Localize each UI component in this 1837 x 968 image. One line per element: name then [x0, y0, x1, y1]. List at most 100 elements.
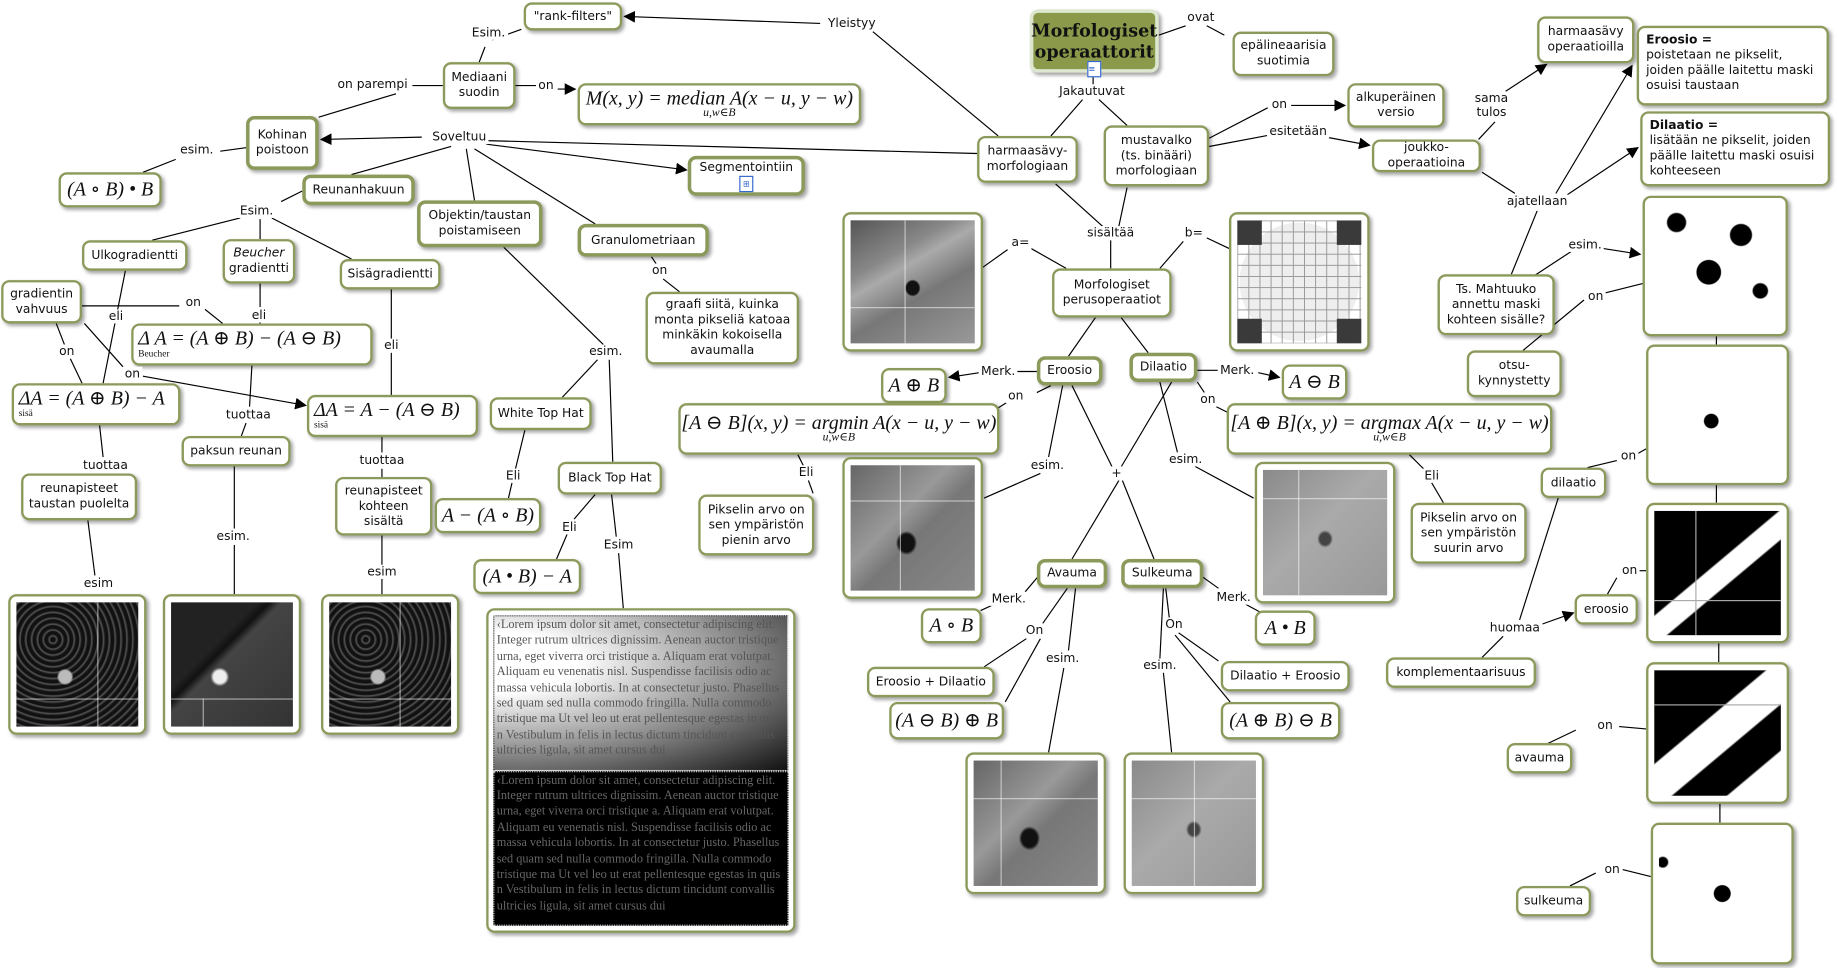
node-dilaatio-plus-eroosio[interactable]: Dilaatio + Eroosio [1220, 660, 1350, 692]
node-alkuperainen-versio[interactable]: alkuperäinen versio [1347, 83, 1445, 128]
connector-line [1622, 868, 1651, 878]
node-closing-opening-formula[interactable]: (A ∘ B) • B [58, 172, 162, 208]
node-eroosio-plus-dilaatio[interactable]: Eroosio + Dilaatio [866, 666, 995, 698]
image-otsu-binary[interactable] [1642, 195, 1788, 337]
connector-line [220, 147, 247, 152]
node-dilaatio-definition[interactable]: Dilaatio =lisätään ne pikselit, joiden p… [1640, 111, 1831, 187]
connector-line [1637, 448, 1647, 455]
image-ulkogradientti-example[interactable] [8, 594, 147, 735]
edge-label: on [1602, 862, 1623, 877]
connector-line [87, 520, 96, 576]
node-graafi[interactable]: graafi siitä, kuinka monta pikseliä kato… [645, 291, 800, 365]
connector-line [69, 358, 83, 384]
node-joukko-operaatioina[interactable]: joukko-operaatioina [1371, 139, 1481, 173]
connector-line [1119, 381, 1173, 470]
submap-icon[interactable]: ⊞ [739, 175, 754, 192]
node-mahtuuko[interactable]: Ts. Mahtuuko annettu maski kohteen sisäl… [1437, 274, 1555, 336]
node-sulkeuma-formula[interactable]: (A ⊕ B) ⊖ B [1220, 701, 1341, 740]
node-dilaatio[interactable]: Dilaatio [1129, 352, 1198, 383]
node-segmentointiin[interactable]: Segmentointiin⊞ [687, 155, 805, 196]
node-sulkeuma-notation[interactable]: A • B [1254, 610, 1316, 646]
node-reunanhakuun[interactable]: Reunanhakuun [302, 174, 415, 206]
node-gradientin-vahvuus[interactable]: gradientin vahvuus [1, 280, 83, 324]
connector-line [474, 148, 596, 225]
image-b-structuring-element[interactable] [1229, 212, 1370, 352]
edge-label: on [56, 344, 77, 359]
definition-title: Eroosio = [1646, 32, 1713, 47]
node-avauma[interactable]: Avauma [1036, 558, 1108, 589]
node-reunapisteet-kohteen[interactable]: reunapisteet kohteen sisältä [335, 476, 433, 536]
node-white-top-hat[interactable]: White Top Hat [489, 397, 592, 431]
node-white-top-hat-formula[interactable]: A − (A ∘ B) [434, 498, 542, 534]
image-closing-example[interactable] [1123, 752, 1265, 895]
edge-label: eli [106, 309, 126, 324]
node-black-top-hat-formula[interactable]: (A • B) − A [473, 558, 582, 595]
node-avauma-binary[interactable]: avauma [1506, 742, 1573, 774]
image-sisagradientti-example[interactable] [321, 594, 460, 735]
node-suurin-arvo[interactable]: Pikselin arvo on sen ympäristön suurin a… [1410, 502, 1527, 564]
node-pienin-arvo[interactable]: Pikselin arvo on sen ympäristön pienin a… [698, 494, 815, 556]
edge-label: Merk. [1214, 590, 1254, 605]
node-sulkeuma-binary[interactable]: sulkeuma [1516, 885, 1592, 917]
node-sisagradientti[interactable]: Sisägradientti [339, 258, 441, 290]
edge-label: tuottaa [80, 458, 131, 473]
node-median-formula[interactable]: M(x, y) = median A(x − u, y − w)u,w∈B [577, 83, 862, 126]
node-eroosio-binary[interactable]: eroosio [1574, 594, 1638, 625]
document-icon[interactable]: ≡ [1087, 60, 1102, 78]
node-ulkogradientti[interactable]: Ulkogradientti [82, 240, 188, 271]
node-reunapisteet-taustan[interactable]: reunapisteet taustan puolelta [21, 473, 138, 521]
image-dilation-example[interactable] [1254, 461, 1396, 604]
image-avauma-binary[interactable] [1646, 662, 1790, 804]
structuring-element-grid [1237, 220, 1362, 344]
node-granulometriaan[interactable]: Granulometriaan [577, 223, 709, 257]
node-objektin-taustan[interactable]: Objektin/taustan poistamiseen [417, 200, 543, 248]
node-perusoperaatiot[interactable]: Morfologiset perusoperaatiot [1052, 268, 1172, 318]
connector-line [1159, 241, 1184, 269]
node-harmaasavy-morfologiaan[interactable]: harmaasävy- morfologiaan [977, 135, 1078, 183]
node-mustavalko[interactable]: mustavalko (ts. binääri) morfologiaan [1103, 125, 1210, 187]
connector-arrow [1540, 610, 1575, 626]
image-sulkeuma-binary[interactable] [1650, 822, 1794, 965]
image-dilaatio-binary[interactable] [1646, 344, 1790, 486]
node-argmax-formula[interactable]: [A ⊕ B](x, y) = argmax A(x − u, y − w)u,… [1226, 403, 1553, 455]
node-komplementaarisuus[interactable]: komplementaarisuus [1386, 657, 1536, 688]
node-beucher-formula[interactable]: Δ A = (A ⊕ B) − (A ⊖ B)Beucher [131, 323, 373, 366]
node-mediaani-suodin[interactable]: Mediaani suodin [442, 62, 516, 109]
node-sulkeuma[interactable]: Sulkeuma [1121, 558, 1204, 589]
node-epalineaarisia[interactable]: epälineaarisia suotimia [1232, 31, 1335, 77]
image-opening-example[interactable] [965, 752, 1106, 895]
connector-line [1071, 385, 1114, 470]
grayscale-image [1262, 469, 1388, 596]
connector-line [1067, 588, 1077, 651]
node-avauma-notation[interactable]: A ∘ B [920, 608, 982, 644]
edge-label: Merk. [978, 364, 1018, 379]
node-eroosio-notation[interactable]: A ⊕ B [881, 367, 947, 404]
node-dilaatio-binary[interactable]: dilaatio [1540, 467, 1607, 499]
node-argmin-formula[interactable]: [A ⊖ B](x, y) = argmin A(x − u, y − w)u,… [678, 403, 1000, 455]
node-sisagradientti-formula[interactable]: ΔA = A − (A ⊖ B)sisä [306, 394, 479, 438]
image-erosion-example[interactable] [842, 457, 983, 599]
connector-line [1162, 672, 1173, 753]
node-dilaatio-notation[interactable]: A ⊖ B [1281, 364, 1348, 400]
node-avauma-formula[interactable]: (A ⊖ B) ⊕ B [889, 701, 1005, 740]
node-harmaasavy-operaatioilla[interactable]: harmaasävy operaatioilla [1537, 16, 1635, 64]
edge-label: esim. [177, 142, 216, 158]
node-black-top-hat[interactable]: Black Top Hat [557, 461, 662, 495]
node-otsu-kynnystetty[interactable]: otsu- kynnystetty [1466, 350, 1562, 398]
image-top-hat-text-example[interactable]: ‹Lorem ipsum dolor sit amet, consectetur… [486, 608, 796, 933]
node-eroosio[interactable]: Eroosio [1036, 356, 1103, 386]
node-rank-filters[interactable]: "rank-filters" [523, 2, 623, 31]
image-a-original[interactable] [842, 212, 983, 352]
node-kohinan-poistoon[interactable]: Kohinan poistoon [246, 116, 319, 170]
connector-line [514, 429, 526, 469]
node-eroosio-definition[interactable]: Eroosio =poistetaan ne pikselit, joiden … [1636, 25, 1829, 106]
connector-line [1201, 576, 1219, 589]
image-beucher-example[interactable] [162, 594, 302, 735]
edge-label: esim. [1043, 651, 1082, 666]
node-paksun-reunan[interactable]: paksun reunan [181, 435, 291, 467]
connector-line [1194, 465, 1254, 499]
edge-label: Merk. [989, 591, 1029, 606]
image-eroosio-binary[interactable] [1646, 502, 1790, 644]
